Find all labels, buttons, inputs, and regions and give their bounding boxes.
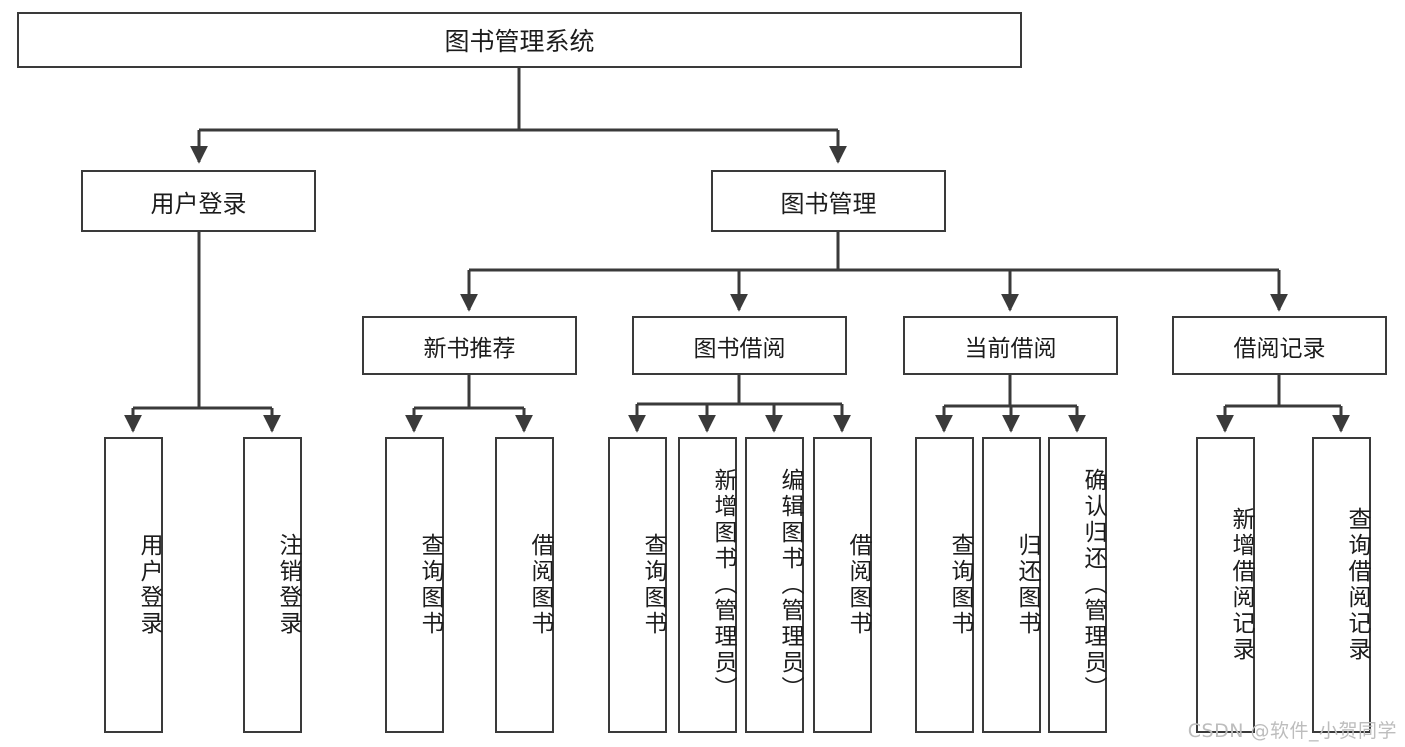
node-label: 查询图书: [640, 533, 666, 637]
node-label: 确认归还（管理员）: [1080, 468, 1106, 702]
leaf-borrow-edit-book[interactable]: 编辑图书（管理员）: [745, 437, 804, 733]
node-current-borrow[interactable]: 当前借阅: [903, 316, 1118, 375]
leaf-user-login-login[interactable]: 用户登录: [104, 437, 163, 733]
leaf-current-query-book[interactable]: 查询图书: [915, 437, 974, 733]
node-label: 注销登录: [275, 533, 301, 637]
leaf-borrow-query-book[interactable]: 查询图书: [608, 437, 667, 733]
node-label: 编辑图书（管理员）: [777, 468, 803, 702]
node-label: 查询借阅记录: [1344, 507, 1370, 663]
node-label: 图书借阅: [693, 335, 786, 362]
node-book-borrow[interactable]: 图书借阅: [632, 316, 847, 375]
node-label: 用户登录: [150, 189, 247, 218]
node-label: 图书管理: [780, 189, 877, 218]
node-label: 新增借阅记录: [1228, 507, 1254, 663]
node-label: 查询图书: [947, 533, 973, 637]
leaf-borrow-add-book[interactable]: 新增图书（管理员）: [678, 437, 737, 733]
leaf-record-query-record[interactable]: 查询借阅记录: [1312, 437, 1371, 733]
node-label: 借阅记录: [1233, 335, 1326, 362]
node-root-system[interactable]: 图书管理系统: [17, 12, 1022, 68]
node-label: 查询图书: [417, 533, 443, 637]
node-label: 借阅图书: [845, 533, 871, 637]
leaf-borrow-borrow-book[interactable]: 借阅图书: [813, 437, 872, 733]
leaf-user-login-logout[interactable]: 注销登录: [243, 437, 302, 733]
node-label: 新增图书（管理员）: [710, 468, 736, 702]
node-book-management[interactable]: 图书管理: [711, 170, 946, 232]
node-label: 归还图书: [1014, 533, 1040, 637]
watermark-text: CSDN @软件_小贺同学: [1187, 720, 1397, 742]
leaf-current-confirm-return[interactable]: 确认归还（管理员）: [1048, 437, 1107, 733]
leaf-record-add-record[interactable]: 新增借阅记录: [1196, 437, 1255, 733]
node-user-login[interactable]: 用户登录: [81, 170, 316, 232]
node-label: 当前借阅: [964, 335, 1057, 362]
leaf-recommend-query-book[interactable]: 查询图书: [385, 437, 444, 733]
node-label: 用户登录: [136, 533, 162, 637]
node-label: 新书推荐: [423, 335, 516, 362]
node-borrow-record[interactable]: 借阅记录: [1172, 316, 1387, 375]
node-label: 图书管理系统: [444, 27, 595, 56]
leaf-recommend-borrow-book[interactable]: 借阅图书: [495, 437, 554, 733]
node-label: 借阅图书: [527, 533, 553, 637]
leaf-current-return-book[interactable]: 归还图书: [982, 437, 1041, 733]
node-new-book-recommend[interactable]: 新书推荐: [362, 316, 577, 375]
